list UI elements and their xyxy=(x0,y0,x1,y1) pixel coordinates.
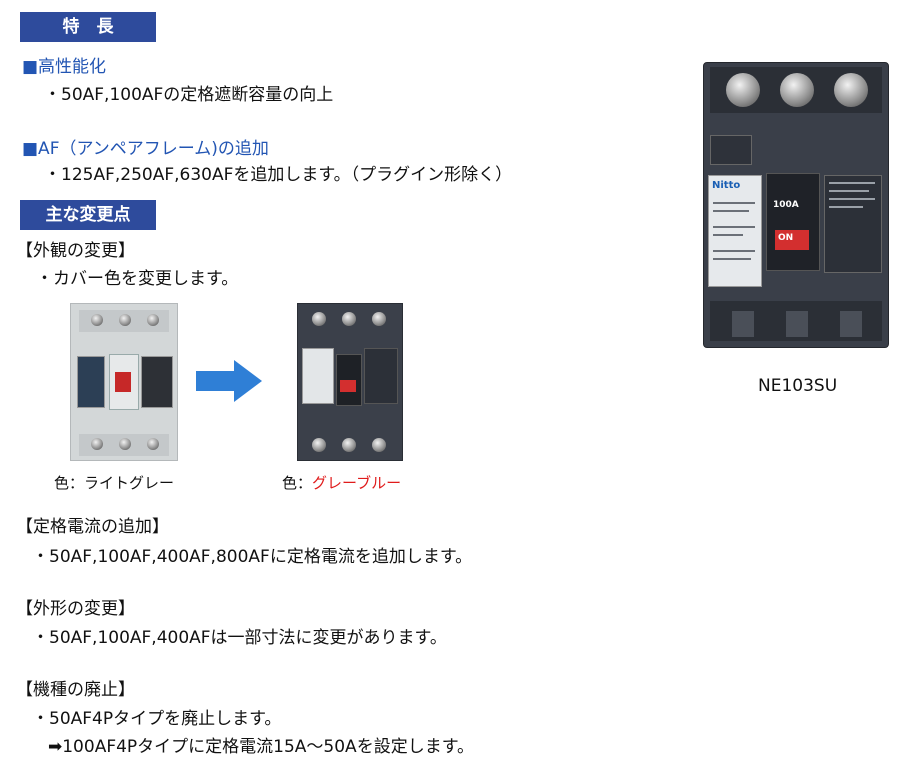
feature2-bullet: ・125AF,250AF,630AFを追加します。（プラグイン形除く） xyxy=(44,165,513,185)
old-color-caption: 色：ライトグレー xyxy=(54,472,174,493)
on-label: ON xyxy=(778,233,794,243)
discontinued-bullet1: ・50AF4Pタイプを廃止します。 xyxy=(32,709,282,729)
feature2-title: ■AF（アンペアフレーム)の追加 xyxy=(22,139,269,159)
rating-title: 【定格電流の追加】 xyxy=(16,517,169,537)
rating-bullet: ・50AF,100AF,400AF,800AFに定格電流を追加します。 xyxy=(32,547,473,567)
feature1-title: ■高性能化 xyxy=(22,57,107,77)
feature1-bullet: ・50AF,100AFの定格遮断容量の向上 xyxy=(44,85,334,105)
rating-label: 100A xyxy=(773,200,799,210)
new-color-caption: 色：グレーブルー xyxy=(282,472,401,493)
arrow-right-icon xyxy=(196,360,262,402)
old-color-value: ライトグレー xyxy=(84,474,175,492)
old-breaker-image xyxy=(70,303,178,461)
product-image: Nitto 100A ON xyxy=(703,62,889,348)
discontinued-bullet2: ➡100AF4Pタイプに定格電流15A～50Aを設定します。 xyxy=(48,737,474,757)
changes-heading: 主な変更点 xyxy=(20,200,156,230)
new-color-value: グレーブルー xyxy=(312,474,402,492)
old-color-prefix: 色： xyxy=(54,474,85,492)
outline-title: 【外形の変更】 xyxy=(16,599,135,619)
new-breaker-image xyxy=(297,303,403,461)
appearance-title: 【外観の変更】 xyxy=(16,241,135,261)
appearance-bullet: ・カバー色を変更します。 xyxy=(36,269,239,289)
outline-bullet: ・50AF,100AF,400AFは一部寸法に変更があります。 xyxy=(32,628,447,648)
product-model-label: NE103SU xyxy=(758,376,838,396)
discontinued-title: 【機種の廃止】 xyxy=(16,680,135,700)
brand-logo: Nitto xyxy=(712,180,741,191)
features-heading: 特 長 xyxy=(20,12,156,42)
new-color-prefix: 色： xyxy=(282,474,313,492)
